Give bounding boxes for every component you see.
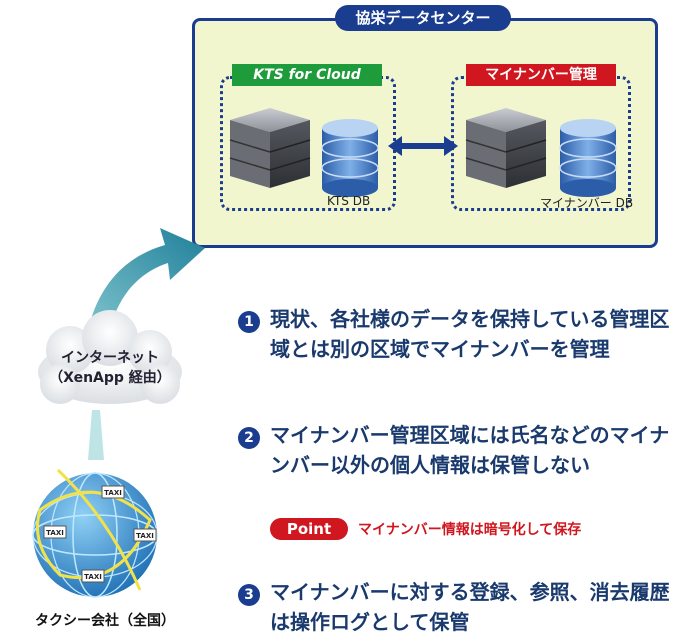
cloud-label-line1: インターネット [61,350,159,366]
curved-arrow-icon [88,228,205,330]
point-text-3: マイナンバーに対する登録、参照、消去履歴は操作ログとして保管 [270,580,670,634]
point-badge-text: マイナンバー情報は暗号化して保存 [358,522,582,538]
taxi-sign: TAXI [101,485,125,499]
database-kts [321,119,379,197]
svg-text:TAXI: TAXI [84,573,102,581]
mynumber-db-label: マイナンバー DB [540,196,634,210]
taxi-sign: TAXI [43,525,67,539]
cloud-icon [38,310,182,404]
point-number-1: 1 [238,311,260,333]
svg-text:TAXI: TAXI [136,532,154,540]
point-text-2: マイナンバー管理区域には氏名などのマイナンバー以外の個人情報は保管しない [270,423,670,477]
point-text-1: 現状、各社様のデータを保持している管理区域とは別の区域でマイナンバーを管理 [270,307,670,361]
svg-text:TAXI: TAXI [104,489,122,497]
database-mynumber [559,119,617,197]
cloud-label-line2: （XenApp 経由） [49,370,171,386]
taxi-sign: TAXI [133,528,157,542]
point-badge: Point [270,518,348,540]
svg-text:TAXI: TAXI [46,529,64,537]
double-arrow-icon [388,136,458,156]
server-stack-kts [229,108,311,188]
server-stack-mynumber [465,108,547,188]
globe-caption: タクシー会社（全国） [35,613,175,629]
connector-beam [88,410,104,460]
taxi-sign: TAXI [81,569,105,583]
kts-db-label: KTS DB [327,194,371,208]
globe-icon [32,468,158,598]
point-number-3: 3 [238,584,260,606]
mynumber-zone-label: マイナンバー管理 [466,64,616,86]
cloud-label: インターネット （XenApp 経由） [40,348,180,388]
kts-zone-label: KTS for Cloud [232,64,382,86]
point-number-2: 2 [238,427,260,449]
datacenter-title: 協栄データセンター [335,5,511,31]
